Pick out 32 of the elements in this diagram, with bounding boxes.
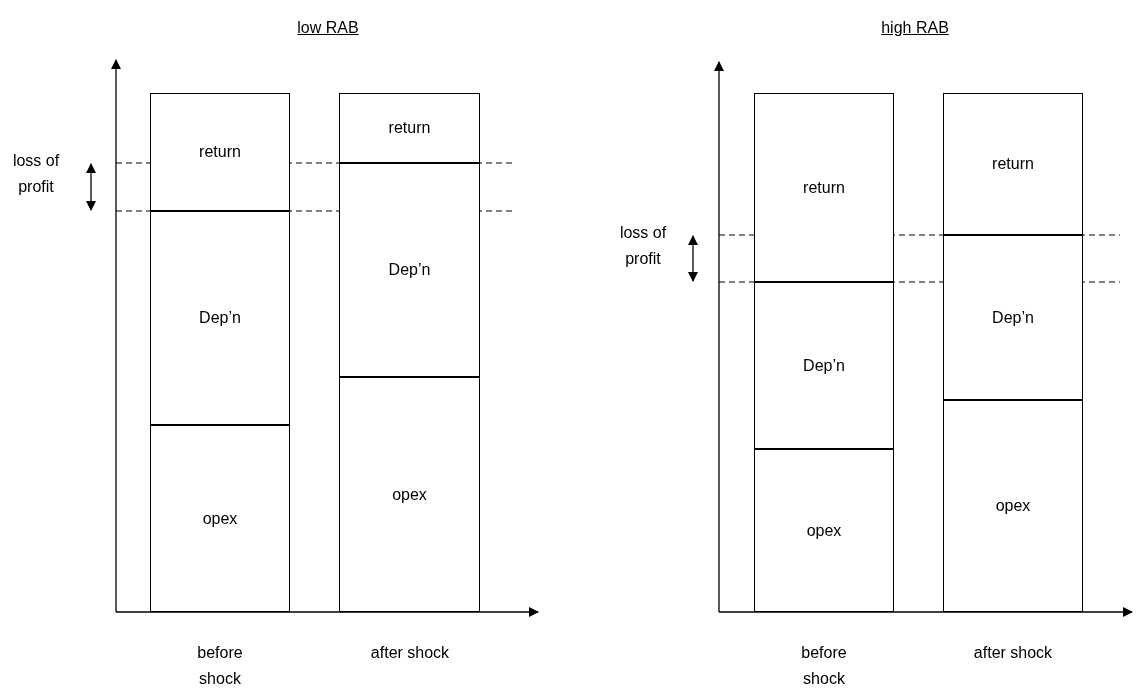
segment-label: Dep’n bbox=[199, 308, 241, 328]
bar-segment bbox=[150, 425, 290, 612]
bar-segment bbox=[150, 93, 290, 211]
segment-label: return bbox=[992, 154, 1034, 174]
bar-segment bbox=[943, 93, 1083, 235]
annotation-label: loss of profit bbox=[618, 223, 668, 269]
bar-segment bbox=[754, 449, 894, 612]
segment-label: return bbox=[803, 177, 845, 198]
bar-segment bbox=[943, 400, 1083, 612]
bar-segment bbox=[339, 377, 480, 612]
bar-segment bbox=[943, 235, 1083, 400]
axis-label: before shock bbox=[196, 643, 244, 688]
bar-segment bbox=[339, 163, 480, 377]
bar-segment bbox=[754, 282, 894, 449]
segment-label: Dep’n bbox=[388, 260, 431, 280]
segment-label: return bbox=[388, 118, 431, 138]
axis-label: before shock bbox=[800, 643, 848, 688]
segment-label: opex bbox=[806, 520, 842, 541]
segment-label: return bbox=[199, 142, 241, 162]
segment-label: opex bbox=[202, 508, 238, 529]
panel-title: high RAB bbox=[880, 18, 950, 38]
panel-title: low RAB bbox=[296, 18, 360, 38]
annotation-label: loss of profit bbox=[11, 151, 61, 197]
segment-label: Dep’n bbox=[992, 307, 1034, 328]
bar-segment bbox=[150, 211, 290, 425]
segment-label: Dep’n bbox=[803, 355, 845, 376]
segment-label: opex bbox=[995, 496, 1031, 516]
segment-label: opex bbox=[392, 484, 427, 505]
axis-label: after shock bbox=[369, 643, 451, 663]
bar-segment bbox=[754, 93, 894, 282]
bar-segment bbox=[339, 93, 480, 163]
axis-label: after shock bbox=[972, 643, 1054, 663]
